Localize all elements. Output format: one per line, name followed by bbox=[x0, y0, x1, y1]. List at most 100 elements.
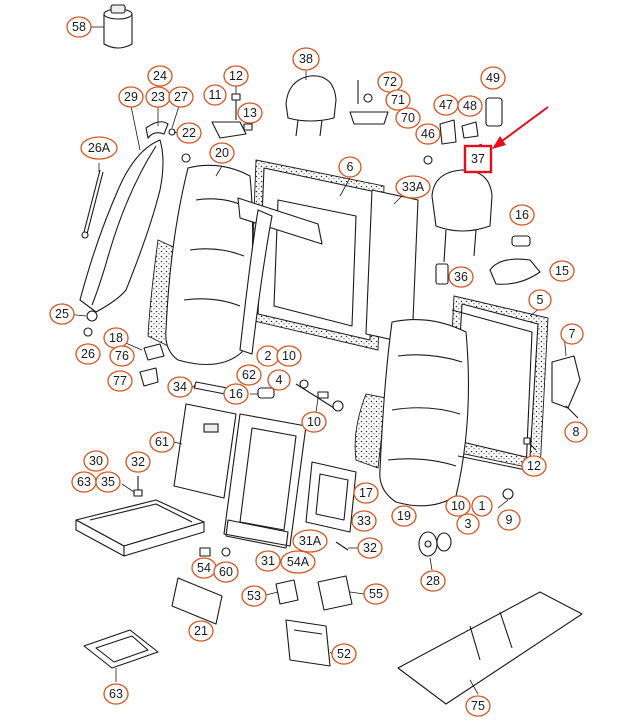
callout-11[interactable]: 11 bbox=[203, 84, 227, 106]
svg-text:58: 58 bbox=[72, 20, 86, 34]
callout-58[interactable]: 58 bbox=[66, 16, 92, 38]
svg-text:38: 38 bbox=[299, 52, 313, 66]
callout-46[interactable]: 46 bbox=[415, 123, 441, 145]
svg-text:61: 61 bbox=[155, 435, 169, 449]
callout-32-right[interactable]: 32 bbox=[357, 537, 383, 559]
callout-6[interactable]: 6 bbox=[338, 156, 362, 178]
callout-33[interactable]: 33 bbox=[351, 510, 377, 532]
callout-22[interactable]: 22 bbox=[176, 122, 202, 144]
part-11-bracket bbox=[211, 93, 253, 139]
svg-text:18: 18 bbox=[109, 331, 123, 345]
callout-36[interactable]: 36 bbox=[448, 266, 474, 288]
svg-text:15: 15 bbox=[555, 264, 569, 278]
part-54-clip bbox=[199, 547, 231, 557]
callout-17[interactable]: 17 bbox=[353, 482, 379, 504]
callout-28[interactable]: 28 bbox=[420, 570, 446, 592]
callout-8[interactable]: 8 bbox=[564, 421, 588, 443]
callout-54[interactable]: 54 bbox=[191, 557, 217, 579]
part-15-trim bbox=[489, 258, 541, 285]
callout-19[interactable]: 19 bbox=[391, 505, 417, 527]
callout-26A[interactable]: 26A bbox=[80, 136, 118, 160]
part-31-seat-frame bbox=[223, 413, 307, 549]
callout-21[interactable]: 21 bbox=[188, 620, 214, 642]
callout-31A[interactable]: 31A bbox=[292, 529, 328, 553]
svg-text:24: 24 bbox=[153, 69, 167, 83]
callout-48[interactable]: 48 bbox=[457, 95, 483, 117]
callout-12-top[interactable]: 12 bbox=[223, 65, 249, 87]
callout-37-highlighted[interactable]: 37 bbox=[463, 144, 493, 174]
callout-75[interactable]: 75 bbox=[465, 695, 491, 717]
callout-31[interactable]: 31 bbox=[255, 550, 281, 572]
part-61-board bbox=[173, 403, 237, 499]
callout-60[interactable]: 60 bbox=[213, 561, 239, 583]
svg-text:8: 8 bbox=[573, 425, 580, 439]
svg-text:20: 20 bbox=[215, 146, 229, 160]
svg-text:7: 7 bbox=[569, 327, 576, 341]
callout-15[interactable]: 15 bbox=[549, 260, 575, 282]
callout-54A[interactable]: 54A bbox=[280, 550, 316, 574]
callout-29[interactable]: 29 bbox=[118, 86, 144, 108]
callout-10-top[interactable]: 10 bbox=[276, 345, 302, 367]
callout-10-mid[interactable]: 10 bbox=[301, 411, 327, 433]
callout-3[interactable]: 3 bbox=[456, 513, 480, 535]
part-20-backrest-cushion bbox=[147, 164, 254, 365]
callout-61[interactable]: 61 bbox=[149, 431, 175, 453]
callout-1[interactable]: 1 bbox=[471, 495, 493, 517]
callout-53[interactable]: 53 bbox=[241, 585, 267, 607]
callout-23[interactable]: 23 bbox=[145, 86, 171, 108]
callout-7[interactable]: 7 bbox=[560, 323, 584, 345]
svg-text:63: 63 bbox=[77, 475, 91, 489]
callout-18[interactable]: 18 bbox=[103, 327, 129, 349]
callout-49[interactable]: 49 bbox=[480, 66, 506, 90]
callout-38[interactable]: 38 bbox=[292, 47, 320, 71]
callout-47[interactable]: 47 bbox=[433, 94, 459, 116]
svg-text:12: 12 bbox=[527, 459, 541, 473]
callout-35[interactable]: 35 bbox=[95, 471, 121, 493]
callout-30[interactable]: 30 bbox=[83, 450, 109, 472]
callout-25[interactable]: 25 bbox=[49, 303, 75, 325]
callout-77[interactable]: 77 bbox=[107, 370, 133, 392]
svg-text:26A: 26A bbox=[88, 141, 111, 155]
svg-text:4: 4 bbox=[276, 373, 283, 387]
callout-16-lower[interactable]: 16 bbox=[223, 383, 249, 405]
callout-72[interactable]: 72 bbox=[377, 71, 403, 93]
callout-76[interactable]: 76 bbox=[109, 345, 135, 367]
part-75-bag bbox=[397, 591, 583, 705]
callout-13[interactable]: 13 bbox=[237, 102, 263, 124]
callout-70[interactable]: 70 bbox=[395, 107, 421, 129]
svg-text:2: 2 bbox=[265, 349, 272, 363]
callout-27[interactable]: 27 bbox=[168, 86, 194, 108]
svg-text:26: 26 bbox=[81, 347, 95, 361]
callout-26[interactable]: 26 bbox=[75, 343, 101, 365]
callout-2[interactable]: 2 bbox=[256, 345, 280, 367]
callout-52[interactable]: 52 bbox=[331, 643, 357, 665]
callout-34[interactable]: 34 bbox=[167, 376, 193, 398]
svg-text:72: 72 bbox=[383, 75, 397, 89]
callout-55[interactable]: 55 bbox=[363, 583, 389, 605]
callout-5[interactable]: 5 bbox=[528, 289, 552, 311]
callouts: 58 24 29 23 27 22 26A 20 12 11 13 38 72 … bbox=[49, 16, 588, 717]
callout-16-upper[interactable]: 16 bbox=[509, 204, 535, 226]
part-32-bolts bbox=[133, 476, 349, 551]
callout-24[interactable]: 24 bbox=[147, 65, 173, 87]
callout-63-upper[interactable]: 63 bbox=[71, 471, 97, 493]
part-10-bolts bbox=[295, 379, 344, 412]
part-35-seat-cushion bbox=[75, 499, 205, 557]
callout-32-left[interactable]: 32 bbox=[125, 451, 151, 473]
svg-text:35: 35 bbox=[101, 475, 115, 489]
callout-4[interactable]: 4 bbox=[267, 369, 291, 391]
svg-text:54A: 54A bbox=[287, 555, 310, 569]
callout-10-right[interactable]: 10 bbox=[445, 495, 471, 517]
part-29-side-panel bbox=[79, 139, 164, 313]
svg-text:60: 60 bbox=[219, 565, 233, 579]
callout-20[interactable]: 20 bbox=[209, 142, 235, 164]
svg-text:36: 36 bbox=[454, 270, 468, 284]
callout-62[interactable]: 62 bbox=[236, 364, 262, 386]
callout-9[interactable]: 9 bbox=[497, 509, 521, 531]
callout-12-lower[interactable]: 12 bbox=[521, 455, 547, 477]
part-7-latch bbox=[551, 355, 581, 419]
callout-33A[interactable]: 33A bbox=[395, 175, 431, 199]
callout-63-lower[interactable]: 63 bbox=[103, 683, 129, 705]
callout-71[interactable]: 71 bbox=[385, 89, 411, 111]
